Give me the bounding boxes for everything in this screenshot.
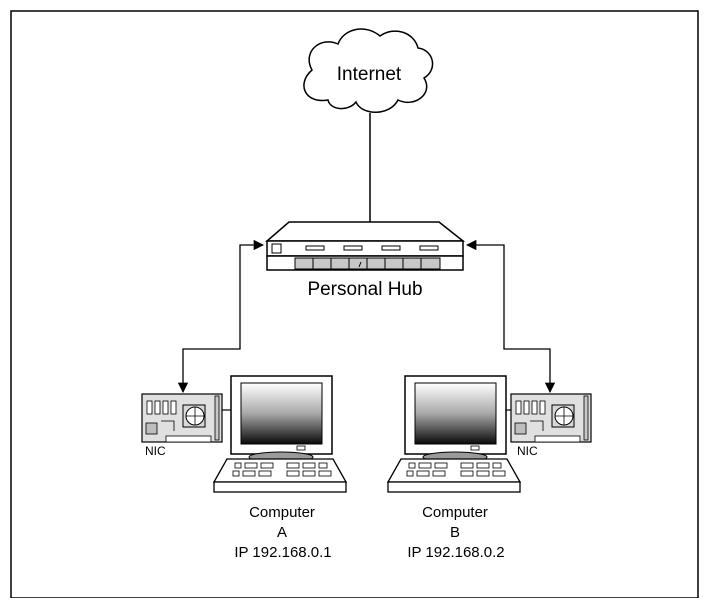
nic-left-label: NIC <box>145 444 166 458</box>
internet-cloud: Internet <box>303 28 434 113</box>
computer-a-icon <box>212 375 348 493</box>
diagram-frame <box>10 10 699 599</box>
internet-label: Internet <box>337 64 402 85</box>
nic-card-icon-right <box>503 393 592 443</box>
hub-label: Personal Hub <box>307 279 422 300</box>
computer-a-title: Computer <box>249 504 315 521</box>
computer-a-ip: IP 192.168.0.1 <box>234 544 331 561</box>
nic-right-label: NIC <box>517 444 538 458</box>
hub-nic-a-link <box>177 239 265 394</box>
computer-b-letter: B <box>450 524 460 541</box>
hub-icon <box>264 221 466 271</box>
nic-card-icon-left <box>141 393 231 443</box>
computer-b-ip: IP 192.168.0.2 <box>407 544 504 561</box>
computer-a-letter: A <box>277 524 287 541</box>
computer-b-icon <box>386 375 522 493</box>
hub-nic-b-link <box>465 239 556 394</box>
computer-b-title: Computer <box>422 504 488 521</box>
